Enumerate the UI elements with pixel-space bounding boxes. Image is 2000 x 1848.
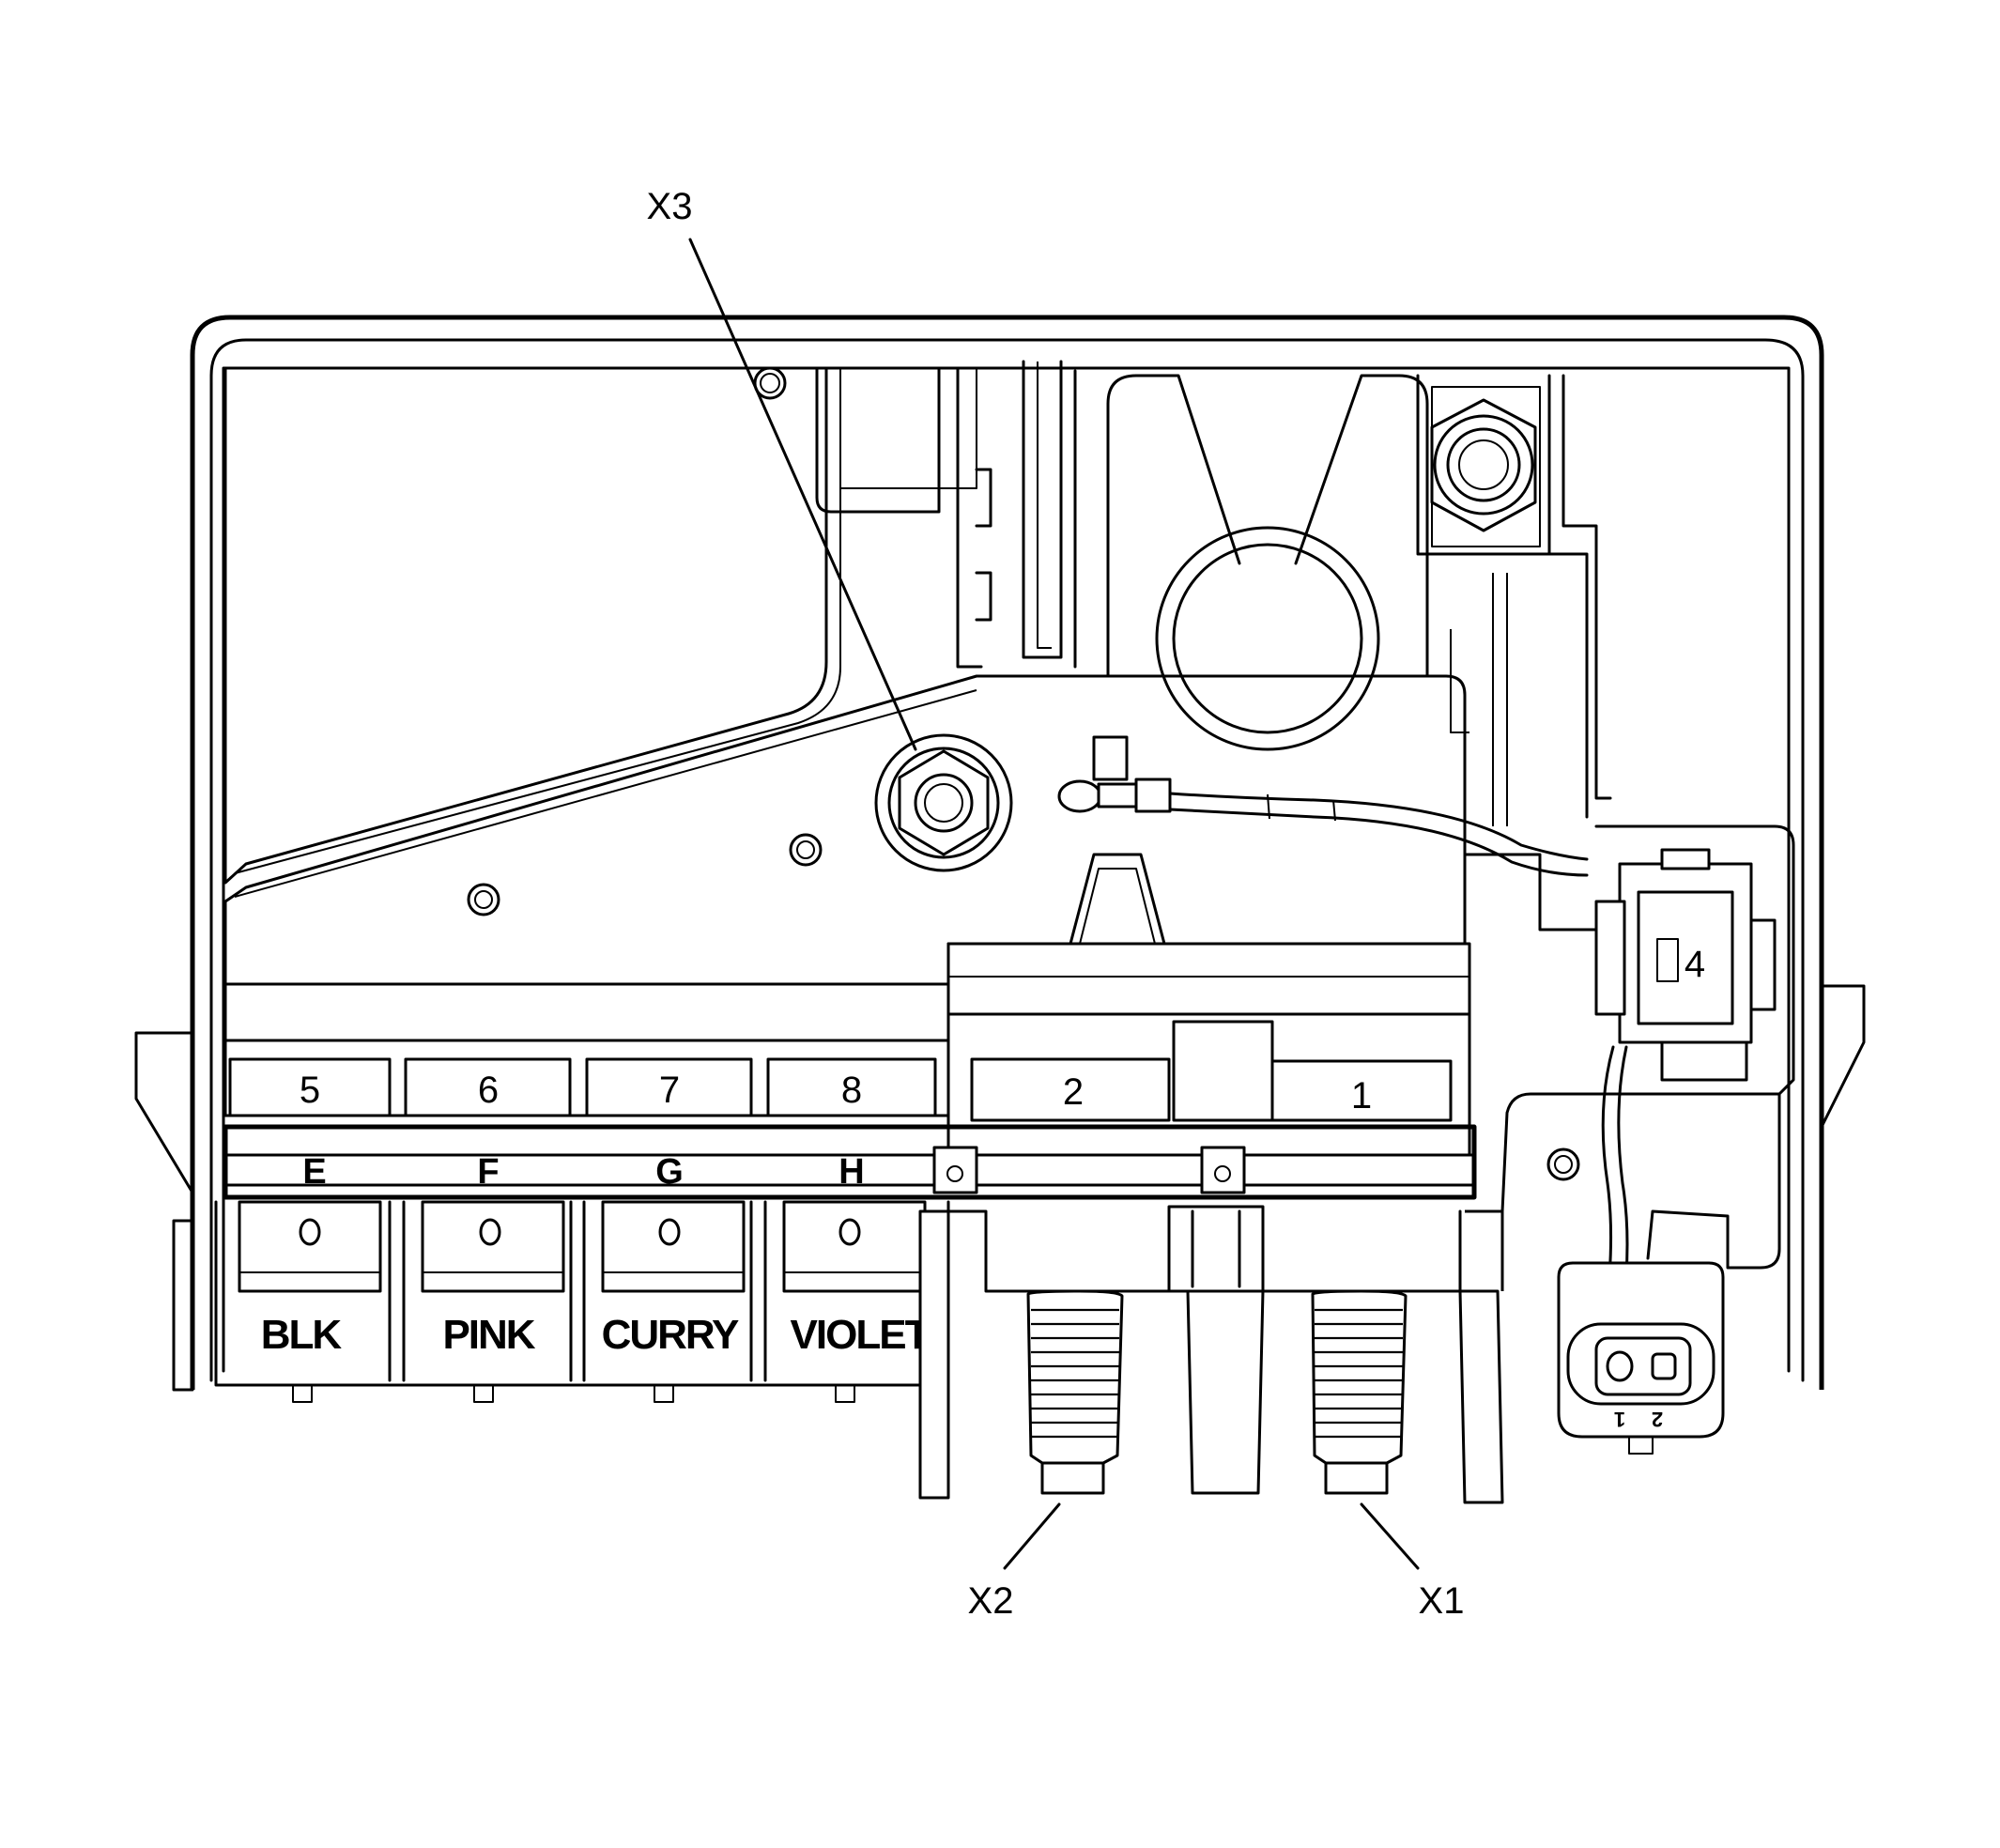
x3-stud-nut [874, 733, 1013, 872]
fuse-slot-1-box [1270, 1059, 1453, 1122]
housing-outline [134, 315, 1866, 1392]
connector-pin-2: 2 [1652, 1408, 1663, 1431]
terminal-letter-e: E [302, 1152, 326, 1192]
leader-lines [688, 238, 1420, 1570]
lower-terminals [918, 1205, 1504, 1504]
fuse-slot-1: 1 [1351, 1075, 1372, 1116]
callout-x2: X2 [968, 1580, 1014, 1622]
battery-stud [1416, 374, 1612, 932]
connector-tabs: BLK PINK CURRY VIOLET [214, 1200, 950, 1403]
terminal-row: E F G H [223, 1124, 1477, 1200]
connector-pin-1: 1 [1614, 1408, 1625, 1431]
x1-cable-boot [1311, 1289, 1408, 1495]
fuse-slot-6: 6 [478, 1070, 499, 1111]
fuse-slot-7: 7 [659, 1070, 680, 1111]
terminal-letter-f: F [477, 1152, 499, 1192]
terminal-plate [223, 674, 1467, 986]
terminal-letter-h: H [838, 1152, 864, 1192]
fuse-slot-5: 5 [300, 1070, 320, 1111]
callout-x3: X3 [647, 186, 693, 227]
two-pin-connector: 1 2 [1557, 1261, 1725, 1455]
sense-wire [1057, 735, 1589, 877]
wire-color-curry: CURRY [602, 1312, 739, 1358]
fuse-slot-5-box [228, 1057, 392, 1117]
x2-cable-boot [1026, 1289, 1124, 1495]
right-side-components: 4 1 2 [1500, 824, 1795, 1455]
callout-x1: X1 [1419, 1580, 1465, 1622]
wire-color-violet: VIOLET [791, 1312, 931, 1358]
fuse-slot-8: 8 [841, 1070, 862, 1111]
fuse-slot-2-box [970, 1057, 1171, 1122]
wire-color-pink: PINK [442, 1312, 535, 1358]
fuse-slot-8-box [766, 1057, 937, 1117]
fuse-slot-4: 4 [1685, 944, 1705, 985]
wire-color-blk: BLK [261, 1312, 343, 1358]
relay-slot-4: 4 [1594, 848, 1777, 1082]
fuse-strip: 5 6 7 8 2 1 [223, 942, 1471, 1157]
fuse-slot-block [1172, 1020, 1274, 1122]
fuse-slot-2: 2 [1063, 1071, 1084, 1113]
fuse-slot-6-box [404, 1057, 572, 1117]
fuse-slot-7-box [585, 1057, 753, 1117]
terminal-letter-g: G [655, 1152, 684, 1192]
